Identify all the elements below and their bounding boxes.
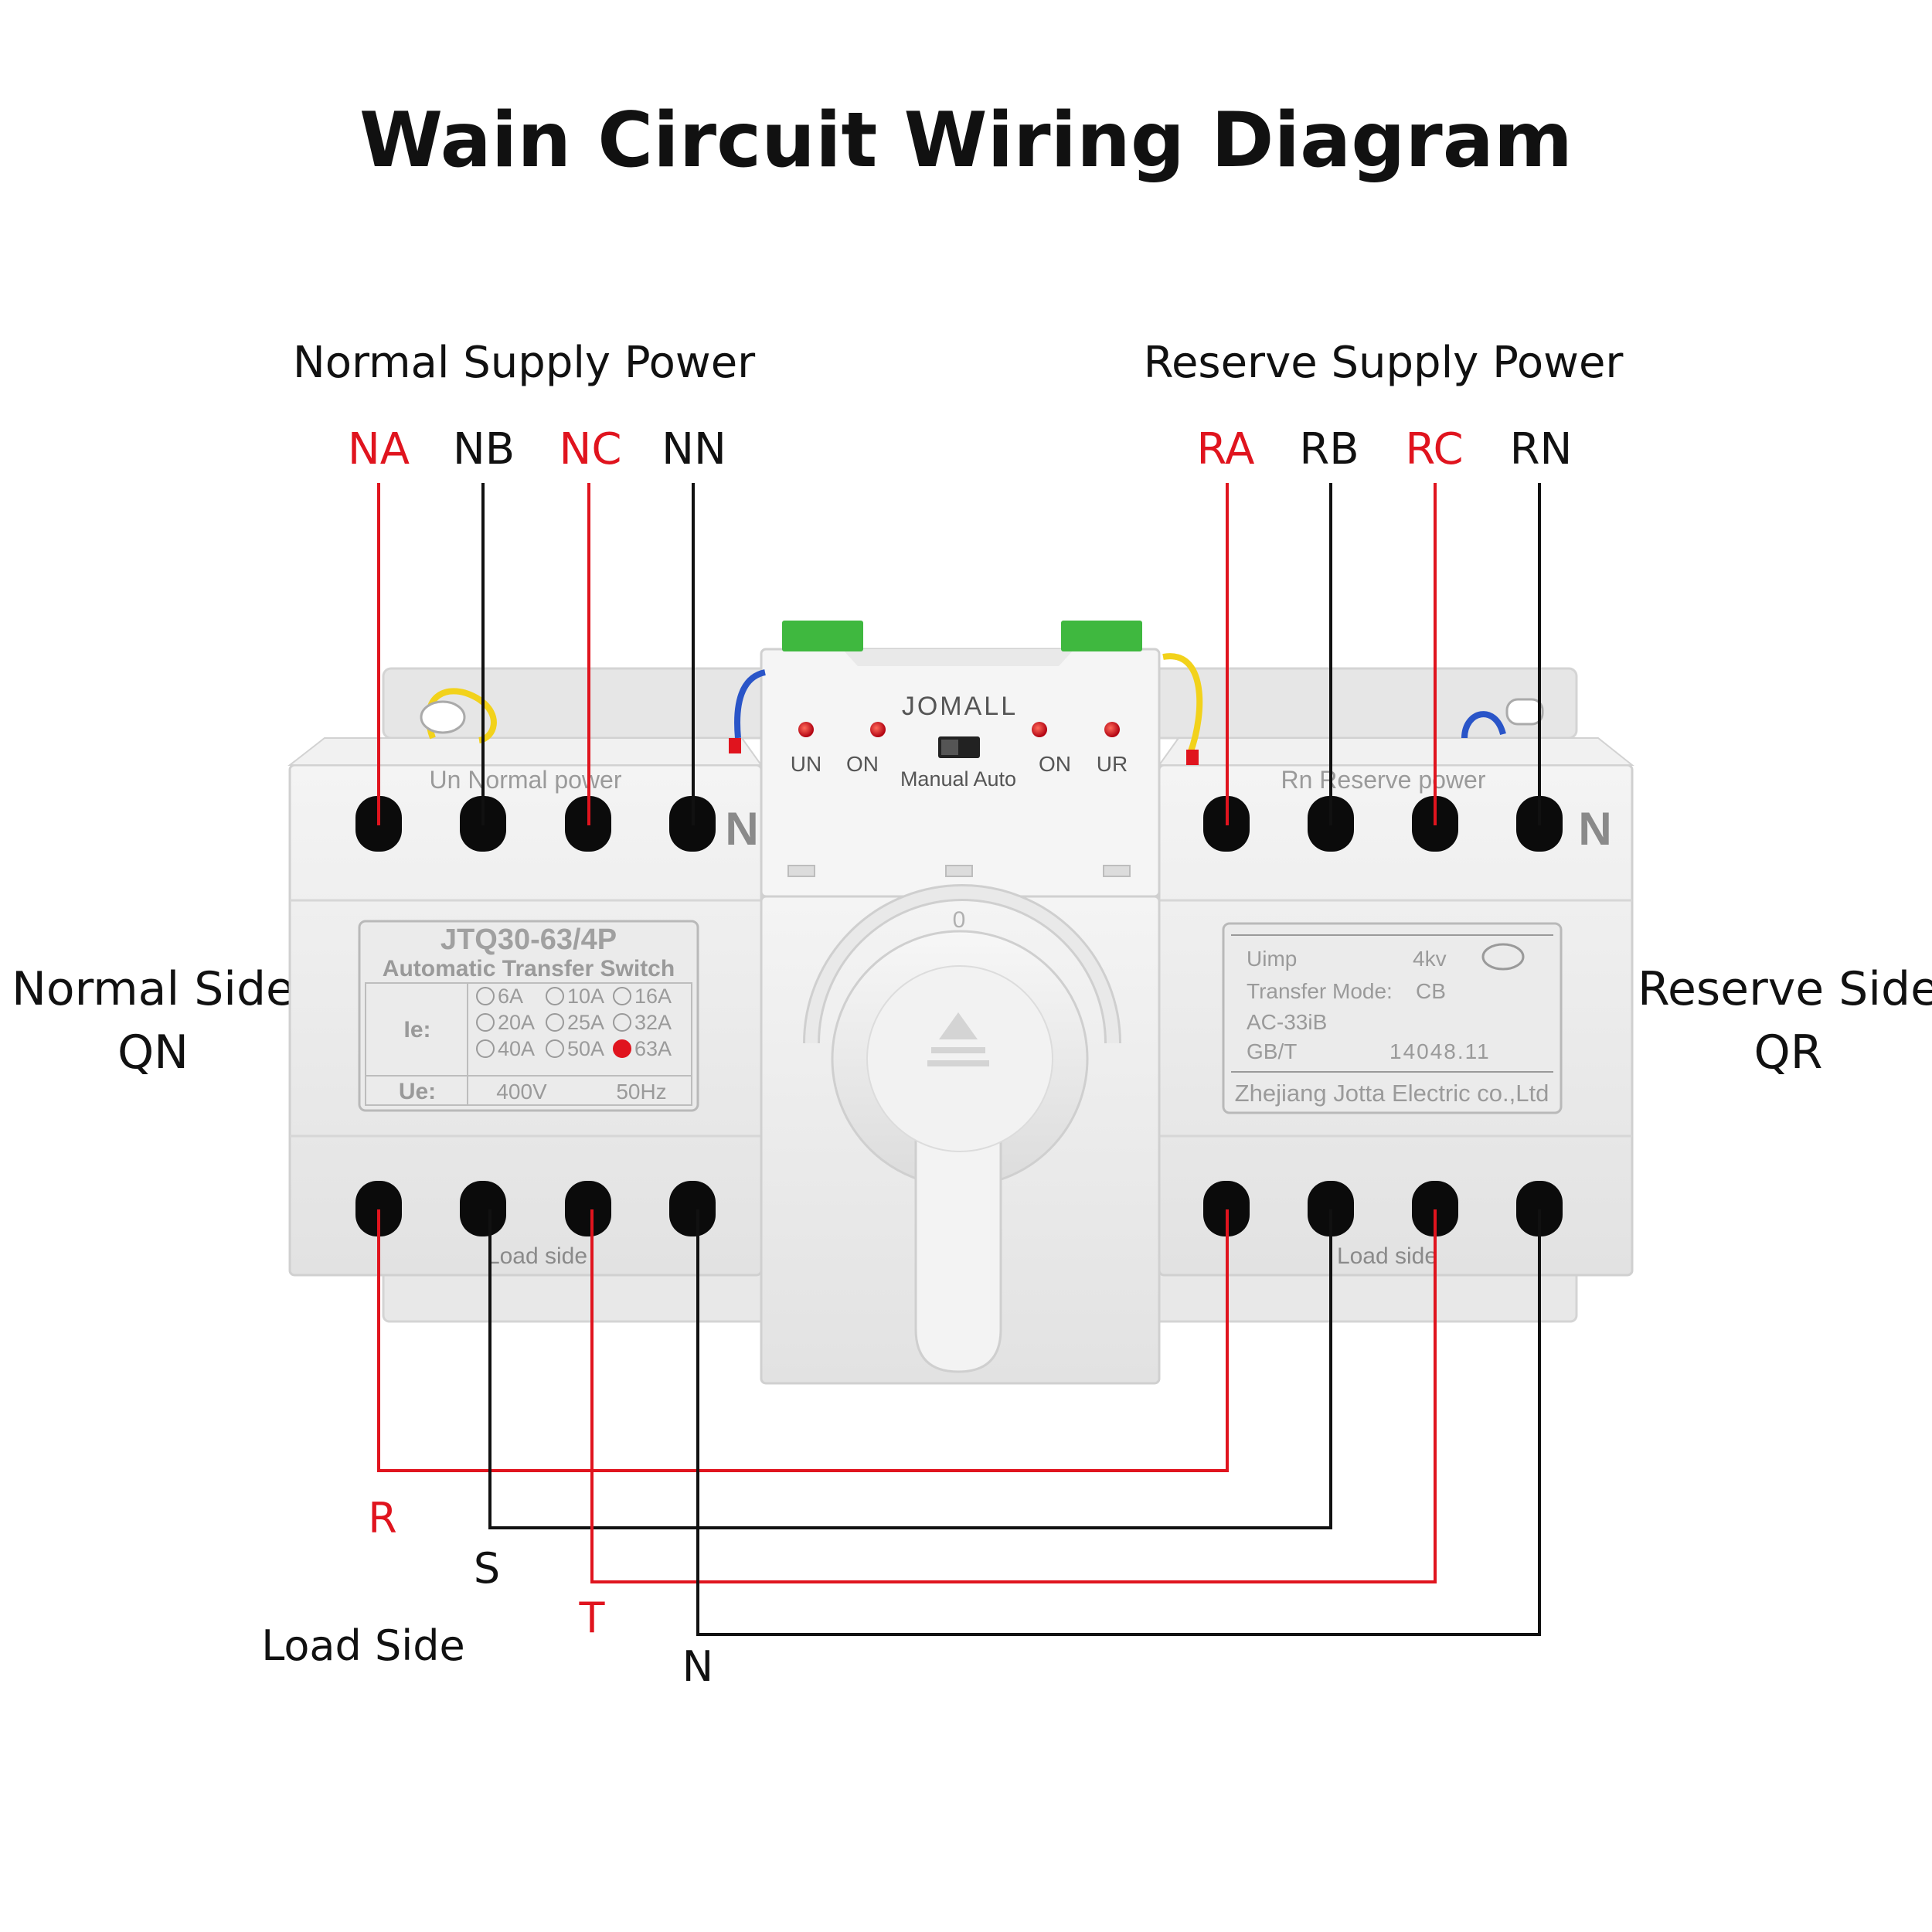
yellow-wire-right [1162, 653, 1203, 755]
terminal-label-rn: RN [1510, 424, 1573, 474]
current-selected-dot [613, 1039, 631, 1058]
ccc-cert-icon [1481, 943, 1525, 971]
screw-terminal [565, 1181, 611, 1236]
standard-value: 14048.11 [1389, 1039, 1491, 1063]
uimp-value: 4kv [1413, 947, 1447, 971]
screw-terminal [1308, 1181, 1354, 1236]
current-option-label: 20A [498, 1011, 535, 1034]
indicator-label-on-left: ON [846, 752, 879, 776]
transfer-switch-device: JOMALL UN ON ON UR Manual Auto Un Normal… [287, 621, 1634, 1385]
right-nameplate: Uimp 4kv Transfer Mode: CB AC-33iB GB/T … [1222, 922, 1563, 1114]
reserve-supply-heading: Reserve Supply Power [1144, 338, 1624, 388]
voltage-value: 400V [496, 1080, 547, 1104]
screw-terminal [1203, 1181, 1250, 1236]
transfer-mode-value: CB [1416, 979, 1446, 1003]
neutral-mark-right: N [1578, 803, 1611, 855]
load-side-label-right: Load side [1337, 1243, 1437, 1269]
rotary-handle[interactable]: 0 [803, 884, 1121, 1373]
handle-arrow-icon [939, 1012, 978, 1039]
uimp-label: Uimp [1247, 947, 1297, 971]
green-terminal-block-left [782, 621, 863, 651]
normal-side-label: Normal Side [12, 962, 294, 1016]
current-option-label: 40A [498, 1037, 535, 1060]
screw-terminal [1412, 1181, 1458, 1236]
screw-terminal [460, 1181, 506, 1236]
current-option-dot [546, 1013, 564, 1032]
indicator-led-un [798, 722, 814, 737]
load-phase-r: R [368, 1494, 397, 1543]
indicator-label-un: UN [791, 752, 821, 776]
terminal-label-rc: RC [1405, 424, 1463, 474]
current-option-dot [546, 987, 564, 1005]
load-wire-r [377, 1209, 1229, 1472]
terminal-label-nb: NB [453, 424, 515, 474]
green-terminal-block-right [1061, 621, 1142, 651]
current-option-label: 63A [634, 1037, 672, 1060]
load-phase-t: T [579, 1594, 606, 1642]
load-phase-n: N [682, 1642, 713, 1691]
current-option-dot [476, 1039, 495, 1058]
model-number: JTQ30-63/4P [440, 923, 617, 956]
current-option-dot [546, 1039, 564, 1058]
load-wire-n [696, 1209, 1541, 1636]
transfer-mode-label: Transfer Mode: [1247, 979, 1393, 1003]
current-option-label: 32A [634, 1011, 672, 1034]
current-option-label: 6A [498, 985, 523, 1008]
device-name: Automatic Transfer Switch [383, 956, 675, 981]
brand-label: JOMALL [902, 692, 1018, 721]
current-option-dot [613, 1013, 631, 1032]
indicator-led-on-right [1032, 722, 1047, 737]
screw-terminal [1516, 1181, 1563, 1236]
left-nameplate: JTQ30-63/4P Automatic Transfer Switch Ie… [358, 920, 699, 1112]
indicator-led-on-left [870, 722, 886, 737]
terminal-label-ra: RA [1197, 424, 1255, 474]
current-rating-grid: 6A 10A 16A 20A 25A 32A 40A 50A 63A [476, 985, 672, 1060]
standard-label: GB/T [1247, 1039, 1297, 1063]
handle-zero-mark: 0 [953, 907, 966, 933]
manufacturer-label: Zhejiang Jotta Electric co.,Ltd [1235, 1080, 1549, 1107]
current-option-label: 50A [567, 1037, 604, 1060]
reserve-side-code: QR [1754, 1026, 1823, 1080]
manual-auto-label: Manual Auto [900, 767, 1016, 791]
current-option-dot [613, 987, 631, 1005]
reserve-side-label: Reserve Side [1638, 962, 1932, 1016]
ue-label: Ue: [399, 1079, 436, 1104]
page-title: Wain Circuit Wiring Diagram [359, 97, 1573, 185]
load-wire-t [590, 1209, 1437, 1583]
ie-label: Ie: [403, 1017, 430, 1043]
indicator-label-ur: UR [1097, 752, 1128, 776]
blue-wire-left [734, 669, 767, 739]
indicator-label-on-right: ON [1039, 752, 1071, 776]
current-option-label: 10A [567, 985, 604, 1008]
normal-side-code: QN [117, 1026, 189, 1080]
blue-wire-right [1461, 711, 1506, 739]
frequency-value: 50Hz [616, 1080, 666, 1104]
load-side-heading: Load Side [261, 1621, 465, 1670]
load-wire-s [488, 1209, 1332, 1529]
load-wires [377, 1209, 1541, 1636]
current-option-dot [476, 987, 495, 1005]
current-option-label: 16A [634, 985, 672, 1008]
indicator-led-ur [1104, 722, 1120, 737]
current-option-label: 25A [567, 1011, 604, 1034]
screw-terminal [355, 1181, 402, 1236]
normal-supply-heading: Normal Supply Power [293, 338, 756, 388]
terminal-label-nn: NN [662, 424, 726, 474]
reserve-load-terminals [1203, 1181, 1563, 1236]
terminal-label-rb: RB [1299, 424, 1359, 474]
current-option-dot [476, 1013, 495, 1032]
reserve-power-label: Rn Reserve power [1281, 766, 1486, 794]
supply-wires [377, 483, 1541, 825]
neutral-mark-left: N [725, 803, 758, 855]
load-phase-s: S [474, 1544, 500, 1593]
terminal-label-nc: NC [560, 424, 622, 474]
category-value: AC-33iB [1247, 1010, 1327, 1034]
normal-power-label: Un Normal power [430, 766, 622, 794]
terminal-label-na: NA [348, 424, 410, 474]
normal-load-terminals [355, 1181, 716, 1236]
load-side-label-left: Load side [487, 1243, 587, 1269]
screw-terminal [669, 1181, 716, 1236]
